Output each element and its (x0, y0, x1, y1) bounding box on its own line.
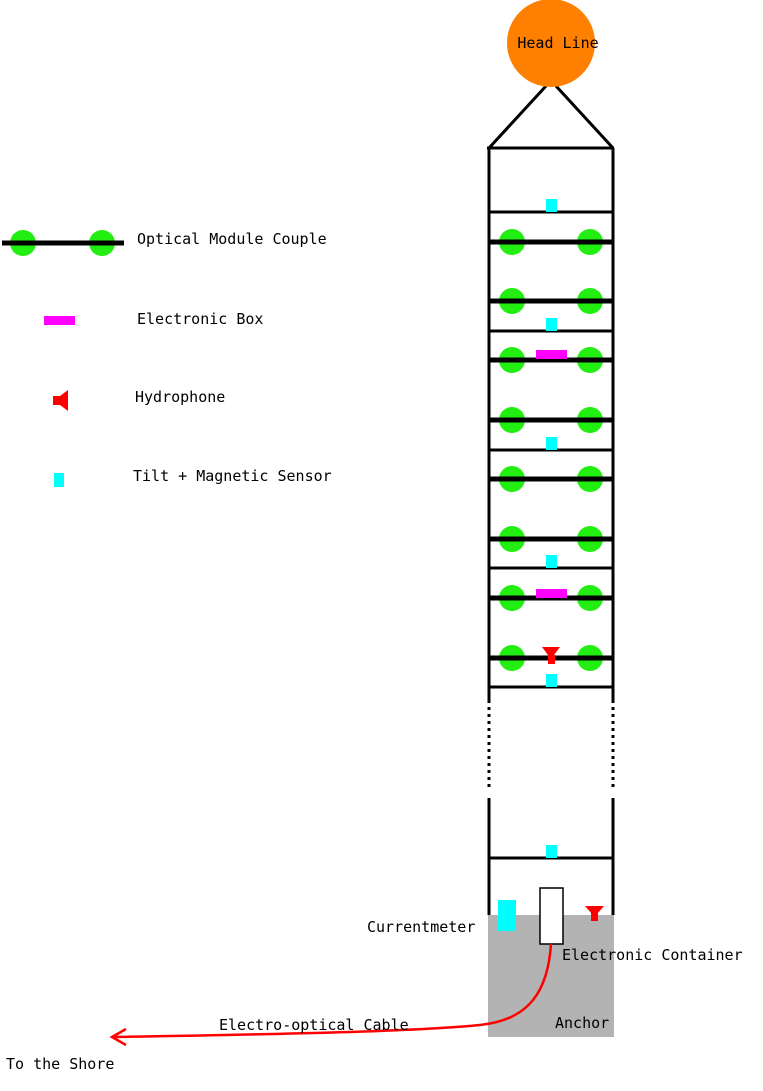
tilt-sensors (546, 199, 557, 858)
electronic-box (536, 589, 567, 598)
cable-arrowhead (109, 1027, 127, 1047)
electronic-box (536, 350, 567, 359)
legend: Optical Module Couple Electronic Box Hyd… (2, 230, 332, 487)
optical-module-couples (489, 229, 613, 671)
legend-optical-module-label: Optical Module Couple (137, 230, 327, 248)
anchor-label: Anchor (555, 1014, 609, 1032)
optical-module-couple (489, 466, 613, 492)
tilt-sensor (546, 199, 557, 212)
optical-module-couple (489, 347, 613, 373)
tilt-sensor (546, 318, 557, 331)
electro-optical-cable (113, 943, 553, 1039)
optical-module-couple (489, 526, 613, 552)
optical-module-couple (489, 229, 613, 255)
legend-hydrophone-label: Hydrophone (135, 388, 225, 406)
currentmeter-label: Currentmeter (367, 918, 475, 936)
currentmeter (498, 900, 516, 931)
head-line-label: Head Line (517, 34, 598, 52)
optical-module-couple (489, 288, 613, 314)
shore-label: To the Shore (6, 1055, 114, 1073)
tilt-sensor (546, 674, 557, 687)
legend-sensor-icon (54, 473, 64, 487)
legend-hydrophone-icon (53, 390, 68, 411)
electronic-container-label: Electronic Container (562, 946, 743, 964)
anchor-hydrophone (585, 906, 604, 921)
electronic-container (539, 887, 564, 945)
tilt-sensor (546, 437, 557, 450)
head-line-buoy: Head Line (487, 0, 615, 150)
legend-electronic-box-label: Electronic Box (137, 310, 263, 328)
legend-electronic-box-icon (44, 316, 75, 325)
tilt-sensor (546, 555, 557, 568)
legend-optical-module-icon (2, 230, 124, 256)
cable-label: Electro-optical Cable (219, 1016, 409, 1034)
tilt-sensor (546, 845, 557, 858)
hydrophone (542, 647, 560, 664)
optical-module-couple (489, 407, 613, 433)
legend-sensor-label: Tilt + Magnetic Sensor (133, 467, 332, 485)
